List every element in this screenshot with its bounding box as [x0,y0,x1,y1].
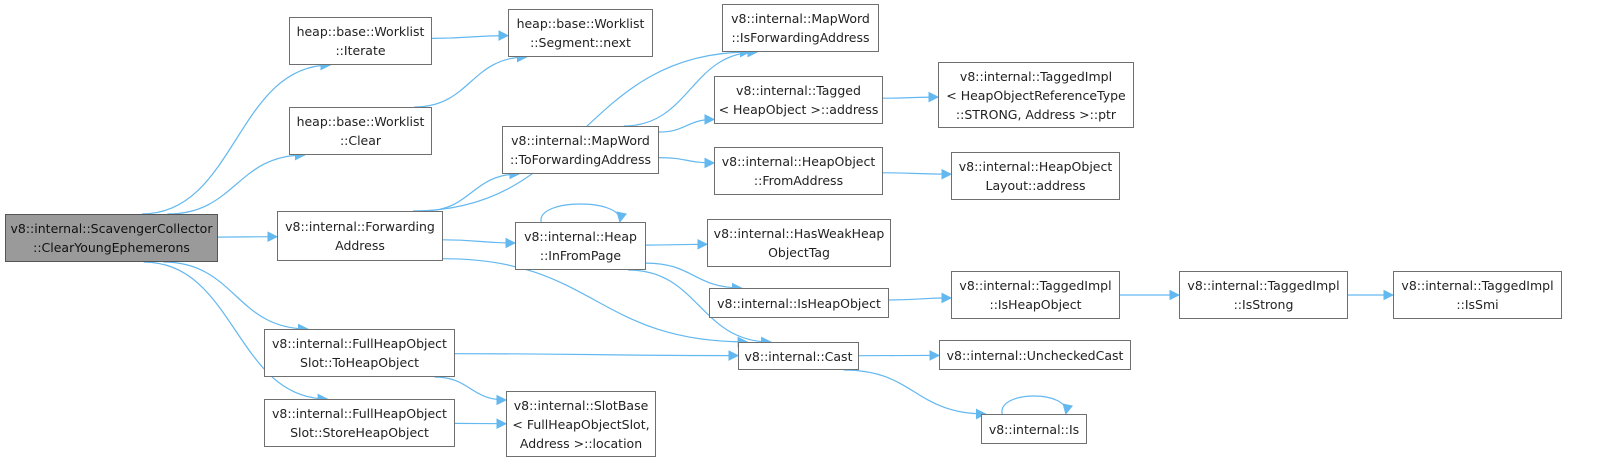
node-label-line: v8::internal::UncheckedCast [946,347,1124,363]
edge-wl-clear-to-seg-next [414,51,528,108]
node-label-line: v8::internal::Heap [524,229,637,244]
edge-fhos-to-to-slotbase-loc [434,376,508,406]
node-label-line: ::InFromPage [539,248,622,263]
node-wl-iterate[interactable]: heap::base::Worklist::Iterate [289,17,432,65]
node-is-heap-obj[interactable]: v8::internal::IsHeapObject [709,288,889,318]
node-label-line: v8::internal::TaggedImpl [959,278,1112,293]
edge-in-from-page-to-cast [628,269,772,348]
edge-tagged-addr-to-ti-ptr [882,91,940,103]
node-label-line: heap::base::Worklist [296,114,425,129]
node-label-line: ::IsHeapObject [989,297,1082,312]
node-label-line: < HeapObjectReferenceType [946,87,1126,103]
node-label-line: v8::internal::FullHeapObject [272,336,447,351]
node-tagged-addr[interactable]: v8::internal::Tagged< HeapObject >::addr… [714,76,883,124]
node-ti-is-heap[interactable]: v8::internal::TaggedImpl::IsHeapObject [951,271,1120,319]
node-wl-clear[interactable]: heap::base::Worklist::Clear [289,107,432,155]
edge-cast-to-is [843,369,987,420]
edge-in-from-page-to-has-weak [645,238,709,250]
node-root[interactable]: v8::internal::ScavengerCollector::ClearY… [5,214,218,262]
node-label-line: v8::internal::TaggedImpl [1187,278,1340,293]
node-label-line: v8::internal::MapWord [731,11,870,26]
edge-forwarding-addr-to-in-from-page [442,237,517,249]
node-label-line: ::Clear [339,133,382,148]
node-is[interactable]: v8::internal::Is [981,414,1087,444]
node-label-line: v8::internal::FullHeapObject [272,406,447,421]
edge-forwarding-addr-to-to-fwd [424,168,521,212]
node-ti-ptr[interactable]: v8::internal::TaggedImpl< HeapObjectRefe… [938,62,1134,128]
edge-ho-from-addr-to-hol-addr [882,168,953,180]
node-label-line: ::Segment::next [530,35,631,50]
edge-to-fwd-to-is-fwd [623,46,759,127]
node-label-line: v8::internal::HeapObject [958,159,1113,174]
node-ho-from-addr[interactable]: v8::internal::HeapObject::FromAddress [714,147,883,195]
node-ti-is-smi[interactable]: v8::internal::TaggedImpl::IsSmi [1393,271,1562,319]
node-label-line: v8::internal::Cast [744,348,853,364]
node-label-line: ::ToForwardingAddress [510,152,651,167]
node-label-line: Layout::address [985,178,1086,193]
edge-is-to-is [1001,395,1074,416]
edge-root-to-fhos-store [143,261,329,405]
node-to-fwd[interactable]: v8::internal::MapWord::ToForwardingAddre… [502,126,659,174]
node-label-line: v8::internal::SlotBase [513,397,649,413]
edge-wl-iterate-to-seg-next [431,30,510,42]
node-slotbase-loc[interactable]: v8::internal::SlotBase< FullHeapObjectSl… [506,391,656,457]
node-ti-is-strong[interactable]: v8::internal::TaggedImpl::IsStrong [1179,271,1348,319]
node-label-line: Slot::ToHeapObject [300,355,419,370]
node-label-line: v8::internal::Tagged [736,83,861,98]
node-cast[interactable]: v8::internal::Cast [738,342,859,370]
node-label-line: heap::base::Worklist [296,24,425,39]
edge-in-from-page-to-in-from-page [540,203,628,224]
edge-root-to-wl-iterate [141,59,332,215]
node-label-line: v8::internal::TaggedImpl [1401,278,1554,293]
node-label-line: Address >::location [519,435,643,451]
node-label-line: ::IsSmi [1456,297,1499,312]
node-label-line: ObjectTag [768,245,830,260]
node-label-line: v8::internal::HasWeakHeap [713,226,885,241]
node-in-from-page[interactable]: v8::internal::Heap::InFromPage [515,222,646,270]
edge-to-fwd-to-tagged-addr [658,114,716,133]
node-label-line: v8::internal::Is [988,421,1080,437]
edge-root-to-wl-clear [167,149,306,215]
node-label-line: heap::base::Worklist [516,16,645,31]
node-label-line: ::IsForwardingAddress [731,30,870,45]
node-is-fwd[interactable]: v8::internal::MapWord::IsForwardingAddre… [722,4,879,52]
node-label-line: < HeapObject >::address [718,102,879,117]
node-label-line: v8::internal::MapWord [511,133,650,148]
node-label-line: Slot::StoreHeapObject [290,425,429,440]
node-unchecked-cast[interactable]: v8::internal::UncheckedCast [939,340,1131,370]
edge-to-fwd-to-ho-from-addr [658,157,716,169]
node-label-line: v8::internal::IsHeapObject [717,295,881,311]
node-label-line: v8::internal::TaggedImpl [959,68,1113,84]
edge-forwarding-addr-to-cast [442,258,749,348]
edge-in-from-page-to-is-heap-obj [645,262,743,294]
edge-fhos-to-to-cast [454,350,740,361]
node-seg-next[interactable]: heap::base::Worklist::Segment::next [508,9,653,57]
node-label-line: v8::internal::Forwarding [285,219,435,234]
node-label-line: v8::internal::ScavengerCollector [10,221,213,236]
node-label-line: ::IsStrong [1233,297,1294,312]
node-label-line: ::STRONG, Address >::ptr [955,106,1117,122]
node-label-line: ::ClearYoungEphemerons [33,240,190,255]
edge-root-to-fhos-to [163,261,309,335]
node-label-line: v8::internal::HeapObject [721,154,876,169]
node-label-line: < FullHeapObjectSlot, [512,416,650,432]
node-label-line: Address [335,238,385,253]
node-label-line: ::Iterate [335,43,386,58]
edge-is-heap-obj-to-ti-is-heap [888,292,953,304]
node-label-line: ::FromAddress [753,173,844,188]
